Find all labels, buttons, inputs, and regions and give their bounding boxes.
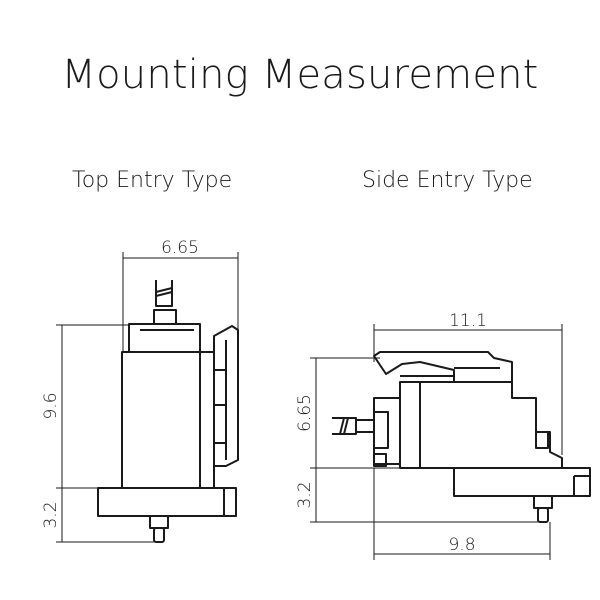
side-body xyxy=(399,381,563,469)
top-terminal xyxy=(153,309,177,325)
side-width-top-label: 11.1 xyxy=(449,311,487,331)
top-height-label: 9.6 xyxy=(41,392,61,419)
top-latch xyxy=(213,325,239,467)
side-pin-collar xyxy=(533,495,553,509)
side-pin xyxy=(537,507,549,523)
top-pin-collar xyxy=(149,515,169,529)
side-entry-drawing: 11.1 6.65 3.2 xyxy=(295,311,591,560)
top-base-plate xyxy=(97,487,237,517)
top-pin xyxy=(153,527,165,543)
top-cap xyxy=(128,323,201,353)
side-width-bottom-label: 9.8 xyxy=(448,535,475,555)
top-entry-drawing: 6.65 9.6 3.2 xyxy=(41,238,239,543)
side-base-plate xyxy=(453,467,591,497)
side-entry-label: Side Entry Type xyxy=(362,168,533,193)
top-pin-label: 3.2 xyxy=(41,501,61,528)
top-entry-label: Top Entry Type xyxy=(72,168,233,193)
side-height-label: 6.65 xyxy=(295,394,315,432)
top-plug-break xyxy=(155,287,173,293)
top-width-label: 6.65 xyxy=(161,238,199,258)
page-title: Mounting Measurement xyxy=(61,52,539,98)
side-terminal xyxy=(355,419,375,433)
side-plug-break xyxy=(339,417,345,435)
side-pin-label: 3.2 xyxy=(295,481,315,508)
